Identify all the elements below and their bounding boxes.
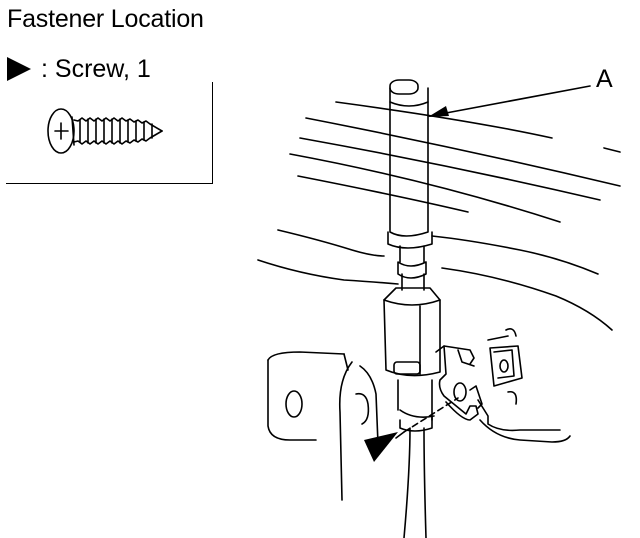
screw-location-marker [364,432,398,462]
callout-a-arrowhead [428,106,449,117]
legend-box [6,82,213,184]
screw-icon [47,108,163,154]
mounting-clip [435,328,523,421]
black-triangle-icon [7,57,31,81]
antenna-connector [383,287,441,432]
body-bracket [267,351,571,501]
legend-label: : Screw, 1 [41,54,151,83]
screw-direction-line [403,397,459,433]
body-panel-lines [257,101,621,331]
callout-a-label: A [596,65,613,93]
page-title: Fastener Location [7,5,204,33]
antenna-mast [387,79,433,291]
fastener-legend: : Screw, 1 [7,54,151,84]
antenna-cable [403,427,427,538]
callout-a-leader [429,85,591,117]
